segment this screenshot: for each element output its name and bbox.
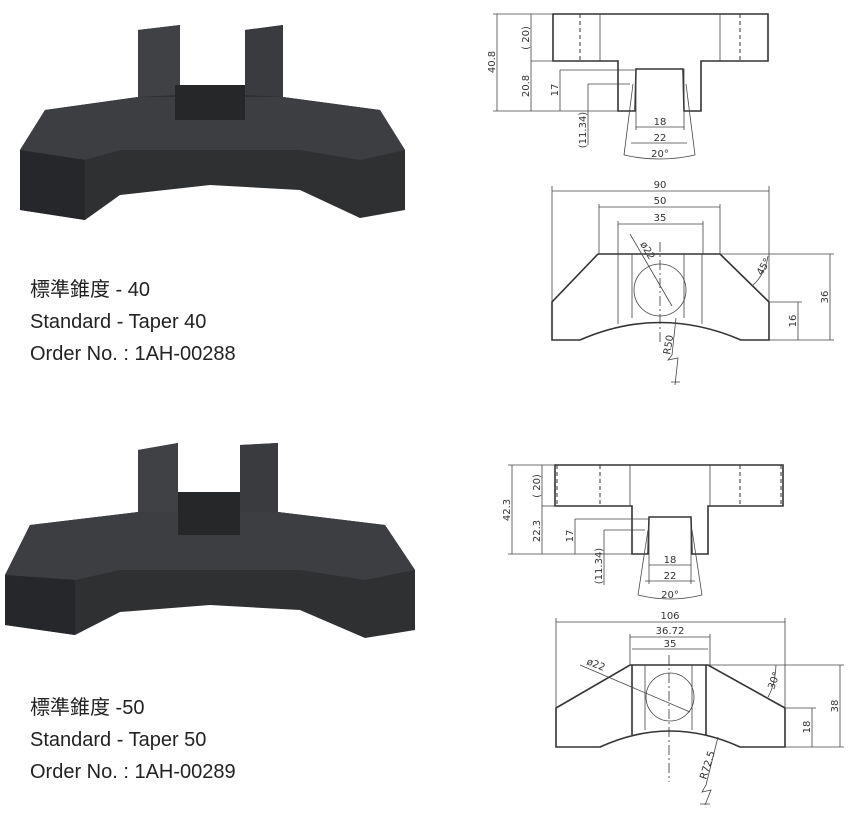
dim-outer-width: 22 <box>664 571 677 582</box>
product-title-en: Standard - Taper 50 <box>30 729 207 751</box>
dim-overall-width: 106 <box>660 611 679 622</box>
dim-chamfer-angle: 30° <box>766 671 782 691</box>
dim-outer-width: 22 <box>654 133 667 144</box>
dim-side-height: 18 <box>802 721 813 734</box>
front-view-taper-50: 42.3 ( 20) 22.3 17 (11.34) 18 22 20° <box>502 464 784 601</box>
order-number: Order No. : 1AH-00289 <box>30 761 236 783</box>
dim-lower-height: 22.3 <box>532 520 543 542</box>
dim-hole-dia: ø22 <box>585 657 607 674</box>
dim-overall-height: 40.8 <box>487 51 498 73</box>
dim-height: 36 <box>820 291 831 304</box>
dim-slot-width: 35 <box>664 639 677 650</box>
dim-radius: R50 <box>662 334 676 355</box>
dim-height: 38 <box>830 700 841 713</box>
dim-side-height: 16 <box>788 315 799 328</box>
dim-overall-height: 42.3 <box>502 499 513 521</box>
product-title-en: Standard - Taper 40 <box>30 311 207 333</box>
dim-overall-width: 90 <box>654 180 667 191</box>
product-photo-taper-40 <box>20 25 405 220</box>
dim-ref-depth: (11.34) <box>594 548 605 585</box>
dim-lower-height: 20.8 <box>521 75 532 97</box>
product-caption-taper-50: 標準錐度 -50 Standard - Taper 50 Order No. :… <box>30 692 236 788</box>
dim-inner-width: 18 <box>654 117 667 128</box>
product-caption-taper-40: 標準錐度 - 40 Standard - Taper 40 Order No. … <box>30 274 236 370</box>
dim-angle: 20° <box>661 590 679 601</box>
dim-slot-depth: 17 <box>565 530 576 543</box>
dim-chamfer-angle: 45° <box>755 257 773 278</box>
dim-radius: R72.5 <box>698 750 717 781</box>
dim-top-height: ( 20) <box>521 26 532 50</box>
dim-ref-depth: (11.34) <box>578 112 589 149</box>
top-view-taper-50: 106 36.72 35 ø22 38 18 30° R72.5 <box>555 611 844 806</box>
dim-slot-width: 35 <box>654 213 667 224</box>
product-photo-taper-50 <box>5 443 415 638</box>
order-number: Order No. : 1AH-00288 <box>30 343 236 365</box>
front-view-taper-40: 40.8 ( 20) 20.8 17 (11.34) 18 22 20° <box>487 13 769 160</box>
dim-top-height: ( 20) <box>532 474 543 498</box>
product-title-zh: 標準錐度 -50 <box>30 697 145 719</box>
dim-top-width: 36.72 <box>656 626 685 637</box>
top-view-taper-40: 90 50 35 ø22 36 16 45° R50 <box>551 180 834 386</box>
dim-slot-depth: 17 <box>550 84 561 97</box>
dim-inner-width: 18 <box>664 555 677 566</box>
dim-top-width: 50 <box>654 196 667 207</box>
product-title-zh: 標準錐度 - 40 <box>30 279 151 301</box>
dim-angle: 20° <box>651 149 669 160</box>
